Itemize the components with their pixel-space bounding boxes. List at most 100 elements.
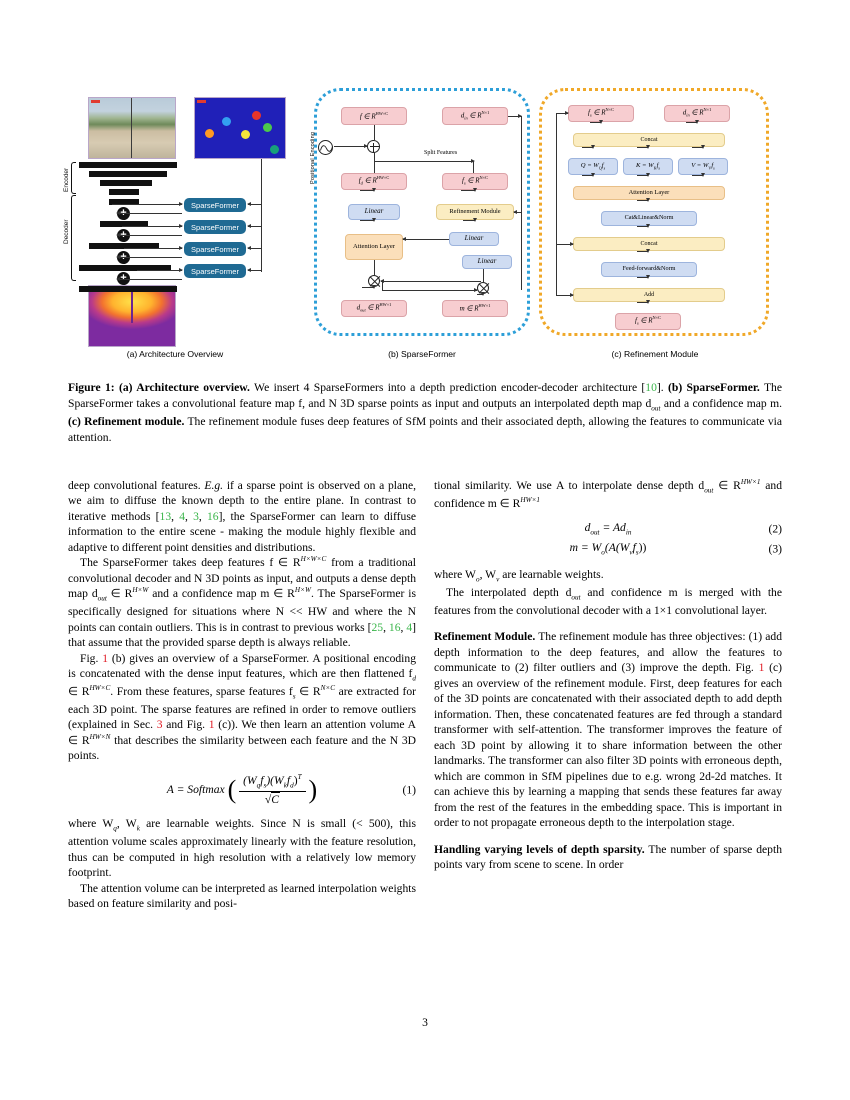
p2-sup1: H×W×C <box>300 555 327 564</box>
node-label: din ∈ RN×1 <box>460 109 490 121</box>
panel-a-architecture-overview: Encoder Decoder + + + + Sparse <box>62 92 292 359</box>
node-d-out: dout ∈ RHW×1 <box>341 300 407 317</box>
node-label: dout ∈ RHW×1 <box>356 302 392 314</box>
node-linear-3: Linear <box>462 255 512 269</box>
citation-16b[interactable]: 16 <box>388 620 401 634</box>
arrow-down <box>461 190 475 191</box>
arrow-skip-to-add <box>556 292 574 297</box>
node-attention-layer: Attention Layer <box>345 234 403 260</box>
r1-sub: out <box>704 486 714 495</box>
p4-sub1: q <box>113 824 117 833</box>
arrow-from-sparseformer <box>116 254 182 259</box>
r1-sup1: HW×1 <box>740 478 761 487</box>
paragraph-1: deep convolutional features. E.g. if a s… <box>68 479 416 554</box>
node-label: K = WKfs <box>635 161 661 170</box>
r3-b: and confidence m is merged with the feat… <box>434 586 782 617</box>
arrow-from-sparseformer <box>116 276 182 281</box>
r4-a: The refinement module has three objectiv… <box>434 630 782 675</box>
citation-4[interactable]: 4 <box>179 509 186 523</box>
p3-sub1: d <box>412 674 416 683</box>
feature-bar <box>79 265 171 271</box>
heading-refinement-module: Refinement Module. <box>434 630 536 644</box>
node-label: fs ∈ RN×C <box>635 315 661 327</box>
sparse-point <box>252 111 261 120</box>
figure-1: Encoder Decoder + + + + Sparse <box>62 88 788 367</box>
feature-bar <box>79 162 177 168</box>
r5-a: The number of sparse depth points vary f… <box>434 842 782 872</box>
node-f-s: fs ∈ RN×C <box>442 173 508 190</box>
feature-bar <box>89 171 167 177</box>
decoder-brace <box>71 195 76 281</box>
paragraph-r5: Handling varying levels of depth sparsit… <box>434 842 782 873</box>
caption-a-bold: (a) Architecture overview. <box>119 381 250 394</box>
p4-b: , W <box>116 817 137 831</box>
node-f-d: fd ∈ RHW×C <box>341 173 407 190</box>
line <box>374 161 375 173</box>
citation-3[interactable]: 3 <box>193 509 199 523</box>
citation-16[interactable]: 16 <box>207 509 219 523</box>
sparse-points-image <box>194 97 286 159</box>
p3-e: ∈ R <box>295 684 321 698</box>
sparseformer-block[interactable]: SparseFormer <box>184 264 246 278</box>
feature-bar <box>89 243 159 249</box>
panel-b-border <box>314 88 530 336</box>
p3-i: that describes the similarity between ea… <box>68 733 416 763</box>
sparseformer-block[interactable]: SparseFormer <box>184 198 246 212</box>
caption-b-sub: out <box>651 404 661 413</box>
arrow-down <box>582 147 593 148</box>
arrow-from-sparseformer <box>116 232 182 237</box>
p3-f: are extracted for each 3D point. The spa… <box>68 684 416 732</box>
citation-25[interactable]: 25 <box>371 620 384 634</box>
node-label: din ∈ RN×1 <box>682 107 712 119</box>
arrow-down <box>637 226 648 227</box>
line <box>374 260 375 275</box>
skip-connection-line <box>556 113 557 295</box>
equation-3: m = Wo(A(Wvfs)) (3) <box>569 541 782 557</box>
node-label: Q = WQfs <box>580 161 606 170</box>
figure-ref-1d[interactable]: 1 <box>758 661 765 675</box>
body-right-column: tional similarity. We use A to interpola… <box>434 478 782 873</box>
arrow-to-sparseformer <box>122 223 183 228</box>
points-feed-line <box>261 159 262 272</box>
sine-wave-icon <box>318 140 333 155</box>
eq1-numerator: (Wqfs)(Wkfd)T <box>239 773 306 792</box>
sparse-point <box>205 129 214 138</box>
arrow-down <box>590 122 601 123</box>
paragraph-4: where Wq, Wk are learnable weights. Sinc… <box>68 816 416 880</box>
caption-b-bold: (b) SparseFormer. <box>668 381 760 394</box>
feature-bar <box>100 221 148 227</box>
equation-1: A = Softmax ( (Wqfs)(Wkfd)T √C ) (1) <box>68 773 416 808</box>
sparseformer-block[interactable]: SparseFormer <box>184 220 246 234</box>
output-depth-map-image <box>88 285 176 347</box>
section-ref-3[interactable]: 3 <box>156 718 163 732</box>
citation-10[interactable]: 10 <box>645 381 657 394</box>
positional-encoding-label: Positional Encoding <box>310 131 316 184</box>
arrow-points-to-sparseformer <box>247 223 261 228</box>
line-d-in-right <box>508 113 522 118</box>
p2-sup3: H×W <box>294 586 311 595</box>
p3-h: (c)). We then learn an attention volume … <box>68 718 417 747</box>
arrow-pe-to-concat <box>334 143 368 148</box>
citation-13[interactable]: 13 <box>159 509 172 523</box>
figure-ref-1c[interactable]: 1 <box>208 718 215 732</box>
node-label: f ∈ RHW×C <box>359 110 389 120</box>
arrow-to-sparseformer <box>124 245 183 250</box>
eq3-lhs: m = W <box>569 541 602 555</box>
citation-4b[interactable]: 4 <box>406 620 413 634</box>
arrow-down <box>637 175 648 176</box>
figure-ref-1[interactable]: 1 <box>102 651 109 665</box>
sparseformer-block[interactable]: SparseFormer <box>184 242 246 256</box>
caption-a-text2: ]. <box>656 381 664 394</box>
scale-tick <box>91 100 100 103</box>
equation-2: dout = Adin (2) <box>584 521 782 537</box>
p2-c: ∈ R <box>106 587 133 601</box>
node-f-input: f ∈ RHW×C <box>341 107 407 125</box>
p2-f: ] that assume that the provided sparse d… <box>68 620 417 650</box>
sparse-point <box>270 145 279 154</box>
p3-sup2: N×C <box>320 684 336 693</box>
p4-c: are learnable weights. Since N is small … <box>68 817 416 880</box>
split-line <box>374 158 475 163</box>
arrow-skip-to-concat2 <box>556 241 574 246</box>
p3-b: (b) gives an overview of a SparseFormer.… <box>68 651 416 681</box>
arrow-down <box>637 277 648 278</box>
